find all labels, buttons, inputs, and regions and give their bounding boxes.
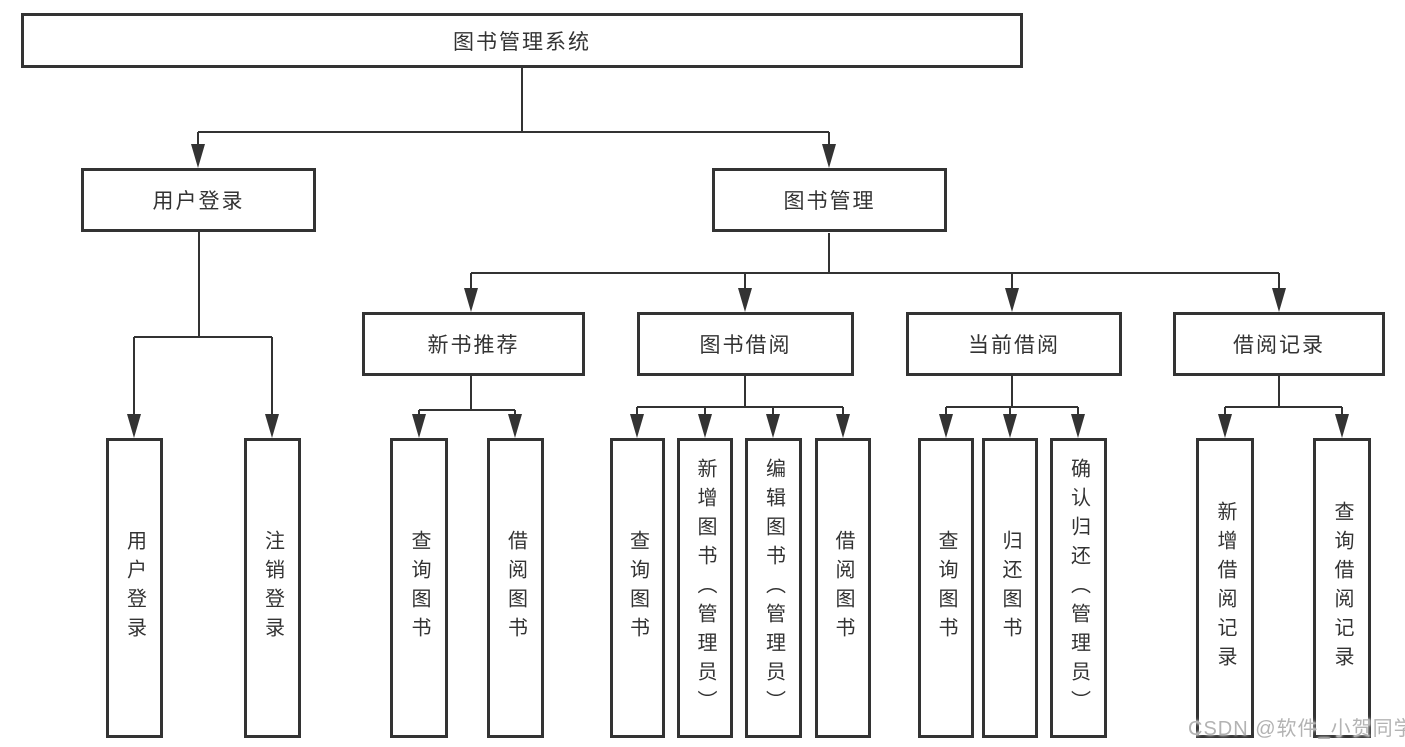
arrowhead	[630, 414, 644, 438]
leaf-user-login: 用户登录	[106, 438, 163, 738]
arrowhead	[265, 414, 279, 438]
node-new-book-recommend: 新书推荐	[362, 312, 585, 376]
arrowhead	[191, 144, 205, 168]
leaf-borrow-book-2-label: 借阅图书	[832, 530, 854, 646]
leaf-query-borrow-record-label: 查询借阅记录	[1331, 501, 1353, 675]
leaf-return-book-label: 归还图书	[999, 530, 1021, 646]
leaf-borrow-book-1: 借阅图书	[487, 438, 544, 738]
leaf-add-book-admin-label: 新增图书（管理员）	[694, 457, 716, 719]
arrowhead	[836, 414, 850, 438]
arrowhead	[1218, 414, 1232, 438]
csdn-watermark: CSDN @软件_小贺同学	[1188, 718, 1405, 740]
leaf-user-login-label: 用户登录	[123, 530, 146, 646]
arrowhead	[698, 414, 712, 438]
leaf-confirm-return-admin-label: 确认归还（管理员）	[1067, 457, 1090, 719]
leaf-edit-book-admin-label: 编辑图书（管理员）	[762, 457, 785, 719]
node-root: 图书管理系统	[21, 13, 1023, 68]
arrowhead	[464, 288, 478, 312]
node-user-login: 用户登录	[81, 168, 316, 232]
node-current-borrow: 当前借阅	[906, 312, 1122, 376]
leaf-return-book: 归还图书	[982, 438, 1038, 738]
node-book-management: 图书管理	[712, 168, 947, 232]
arrowhead	[508, 414, 522, 438]
arrowhead	[1071, 414, 1085, 438]
leaf-query-book-2: 查询图书	[610, 438, 665, 738]
arrowhead	[1003, 414, 1017, 438]
arrowhead	[1005, 288, 1019, 312]
node-book-borrow: 图书借阅	[637, 312, 854, 376]
leaf-query-borrow-record: 查询借阅记录	[1313, 438, 1371, 738]
leaf-borrow-book-1-label: 借阅图书	[504, 530, 527, 646]
arrowhead	[1335, 414, 1349, 438]
leaf-query-book-3: 查询图书	[918, 438, 974, 738]
leaf-logout: 注销登录	[244, 438, 301, 738]
leaf-query-book-1: 查询图书	[390, 438, 448, 738]
arrowhead	[127, 414, 141, 438]
arrowhead	[1272, 288, 1286, 312]
leaf-query-book-2-label: 查询图书	[626, 530, 649, 646]
arrowhead	[412, 414, 426, 438]
leaf-add-borrow-record-label: 新增借阅记录	[1214, 501, 1236, 675]
arrowhead	[939, 414, 953, 438]
arrowhead	[766, 414, 780, 438]
leaf-confirm-return-admin: 确认归还（管理员）	[1050, 438, 1107, 738]
leaf-borrow-book-2: 借阅图书	[815, 438, 871, 738]
arrowhead	[738, 288, 752, 312]
leaf-query-book-3-label: 查询图书	[935, 530, 957, 646]
leaf-add-borrow-record: 新增借阅记录	[1196, 438, 1254, 738]
leaf-edit-book-admin: 编辑图书（管理员）	[745, 438, 802, 738]
node-borrow-records: 借阅记录	[1173, 312, 1385, 376]
leaf-query-book-1-label: 查询图书	[408, 530, 430, 646]
arrowhead	[822, 144, 836, 168]
leaf-logout-label: 注销登录	[261, 530, 284, 646]
leaf-add-book-admin: 新增图书（管理员）	[677, 438, 733, 738]
